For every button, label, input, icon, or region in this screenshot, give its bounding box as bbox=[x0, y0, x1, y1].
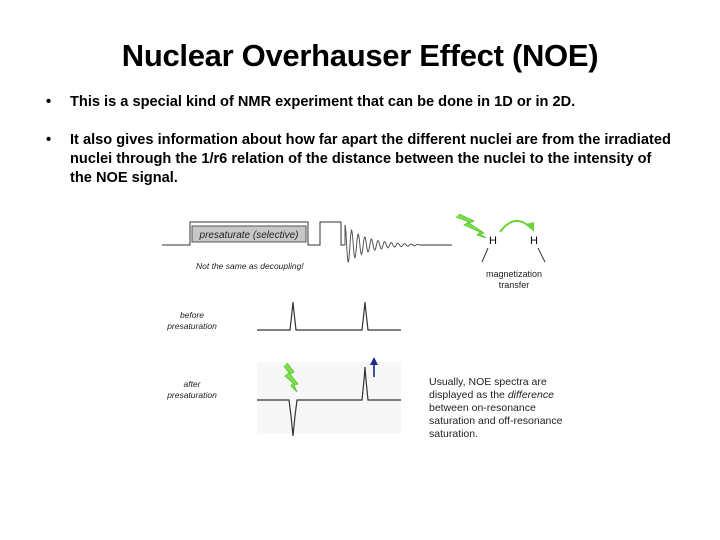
bond-left bbox=[481, 247, 489, 263]
curved-arrow-icon bbox=[499, 220, 532, 233]
presaturation-box bbox=[191, 225, 307, 243]
bullet-item: • This is a special kind of NMR experime… bbox=[46, 93, 676, 112]
fid-decay bbox=[344, 224, 421, 263]
bond-right bbox=[537, 247, 546, 263]
bullet-text: This is a special kind of NMR experiment… bbox=[70, 94, 576, 110]
bullet-list: • This is a special kind of NMR experime… bbox=[46, 93, 676, 188]
pulse-label: presaturate (selective) bbox=[199, 230, 299, 241]
caption-part-1: Usually, NOE spectra are displayed as th… bbox=[429, 376, 547, 401]
bullet-marker: • bbox=[46, 94, 52, 110]
up-arrow-icon bbox=[370, 357, 378, 365]
noe-caption: Usually, NOE spectra are displayed as th… bbox=[429, 376, 579, 441]
arrow-head-icon bbox=[526, 222, 534, 232]
h-atom-right: H bbox=[530, 235, 538, 247]
after-label-2: presaturation bbox=[166, 390, 217, 400]
magnetization-transfer: H H magnetization transfer bbox=[455, 213, 546, 290]
caption-italic: difference bbox=[507, 389, 554, 401]
bullet-marker: • bbox=[46, 132, 52, 148]
before-spectrum bbox=[257, 301, 401, 331]
before-label-1: before bbox=[180, 310, 204, 320]
h-atom-left: H bbox=[489, 235, 497, 247]
transfer-label-1: magnetization bbox=[486, 269, 542, 279]
pulse-baseline bbox=[162, 221, 345, 246]
caption-part-2: between on-resonance saturation and off-… bbox=[429, 402, 563, 440]
after-label-1: after bbox=[183, 379, 201, 389]
bullet-item: • It also gives information about how fa… bbox=[46, 131, 676, 188]
lightning-icon bbox=[283, 362, 299, 393]
pulse-sequence bbox=[162, 221, 452, 263]
lightning-icon bbox=[455, 213, 487, 239]
transfer-label-2: transfer bbox=[499, 280, 530, 290]
before-label-2: presaturation bbox=[166, 321, 217, 331]
slide-title: Nuclear Overhauser Effect (NOE) bbox=[121, 38, 599, 73]
after-spectrum bbox=[257, 366, 401, 437]
pulse-note: Not the same as decoupling! bbox=[196, 261, 304, 271]
bullet-text: It also gives information about how far … bbox=[70, 132, 671, 186]
after-spectrum-bg bbox=[257, 362, 401, 434]
